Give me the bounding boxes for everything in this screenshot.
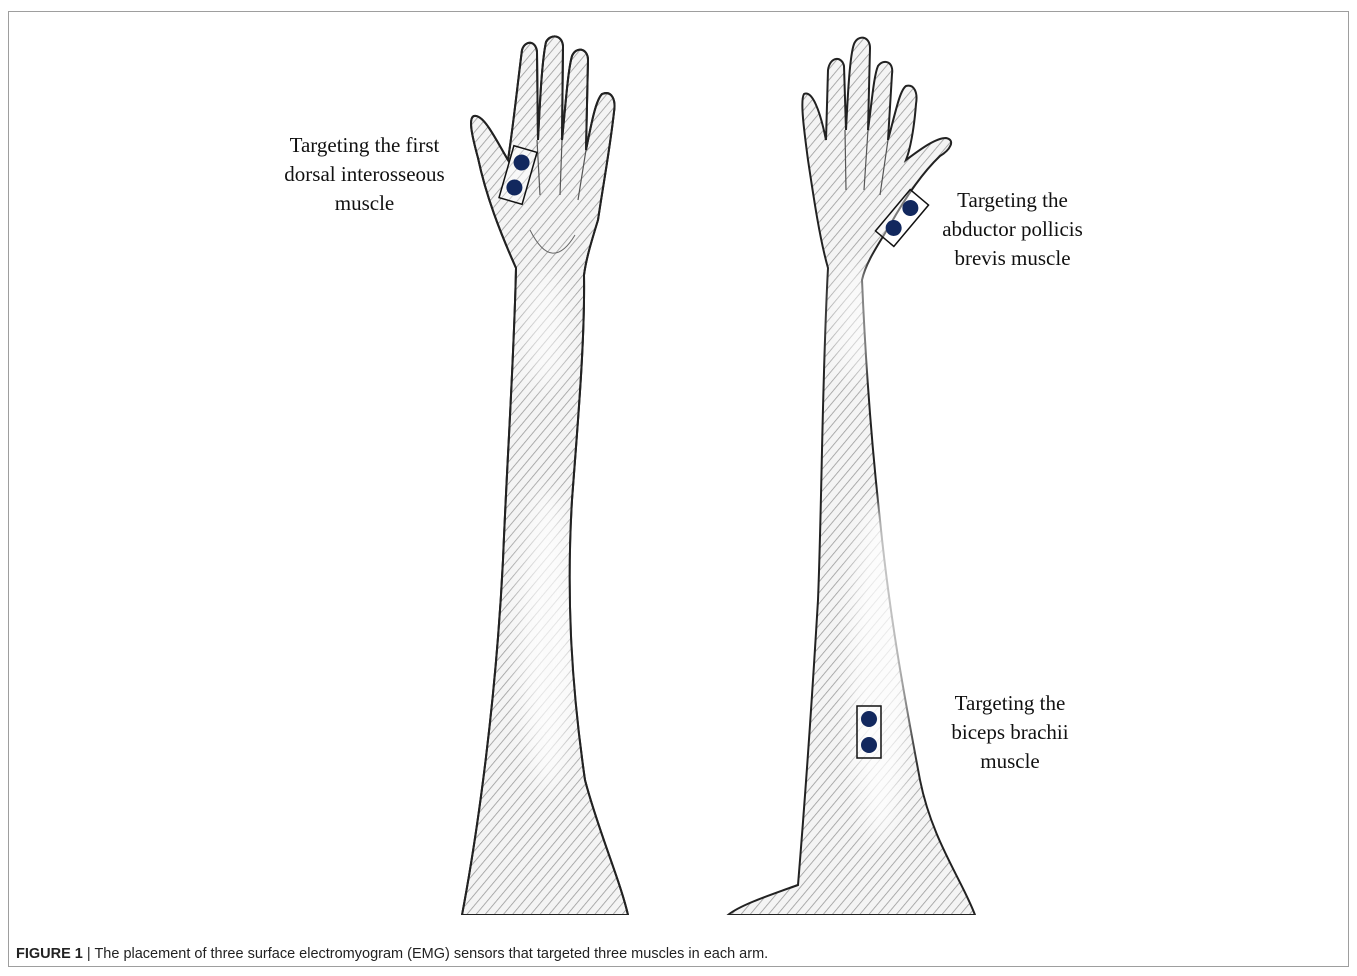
- label-first-dorsal-interosseous: Targeting the first dorsal interosseous …: [262, 131, 467, 218]
- caption-separator: |: [83, 946, 95, 962]
- sensor-biceps-brachii: [857, 706, 881, 758]
- right-arm-outline: [728, 38, 975, 915]
- left-arm: [462, 36, 628, 915]
- caption-text: The placement of three surface electromy…: [94, 946, 768, 962]
- caption-label: FIGURE 1: [16, 946, 83, 962]
- label-abductor-pollicis-brevis: Targeting the abductor pollicis brevis m…: [925, 186, 1100, 273]
- right-arm: [728, 38, 975, 915]
- figure-caption: FIGURE 1 | The placement of three surfac…: [16, 944, 1336, 964]
- label-biceps-brachii: Targeting the biceps brachii muscle: [935, 689, 1085, 776]
